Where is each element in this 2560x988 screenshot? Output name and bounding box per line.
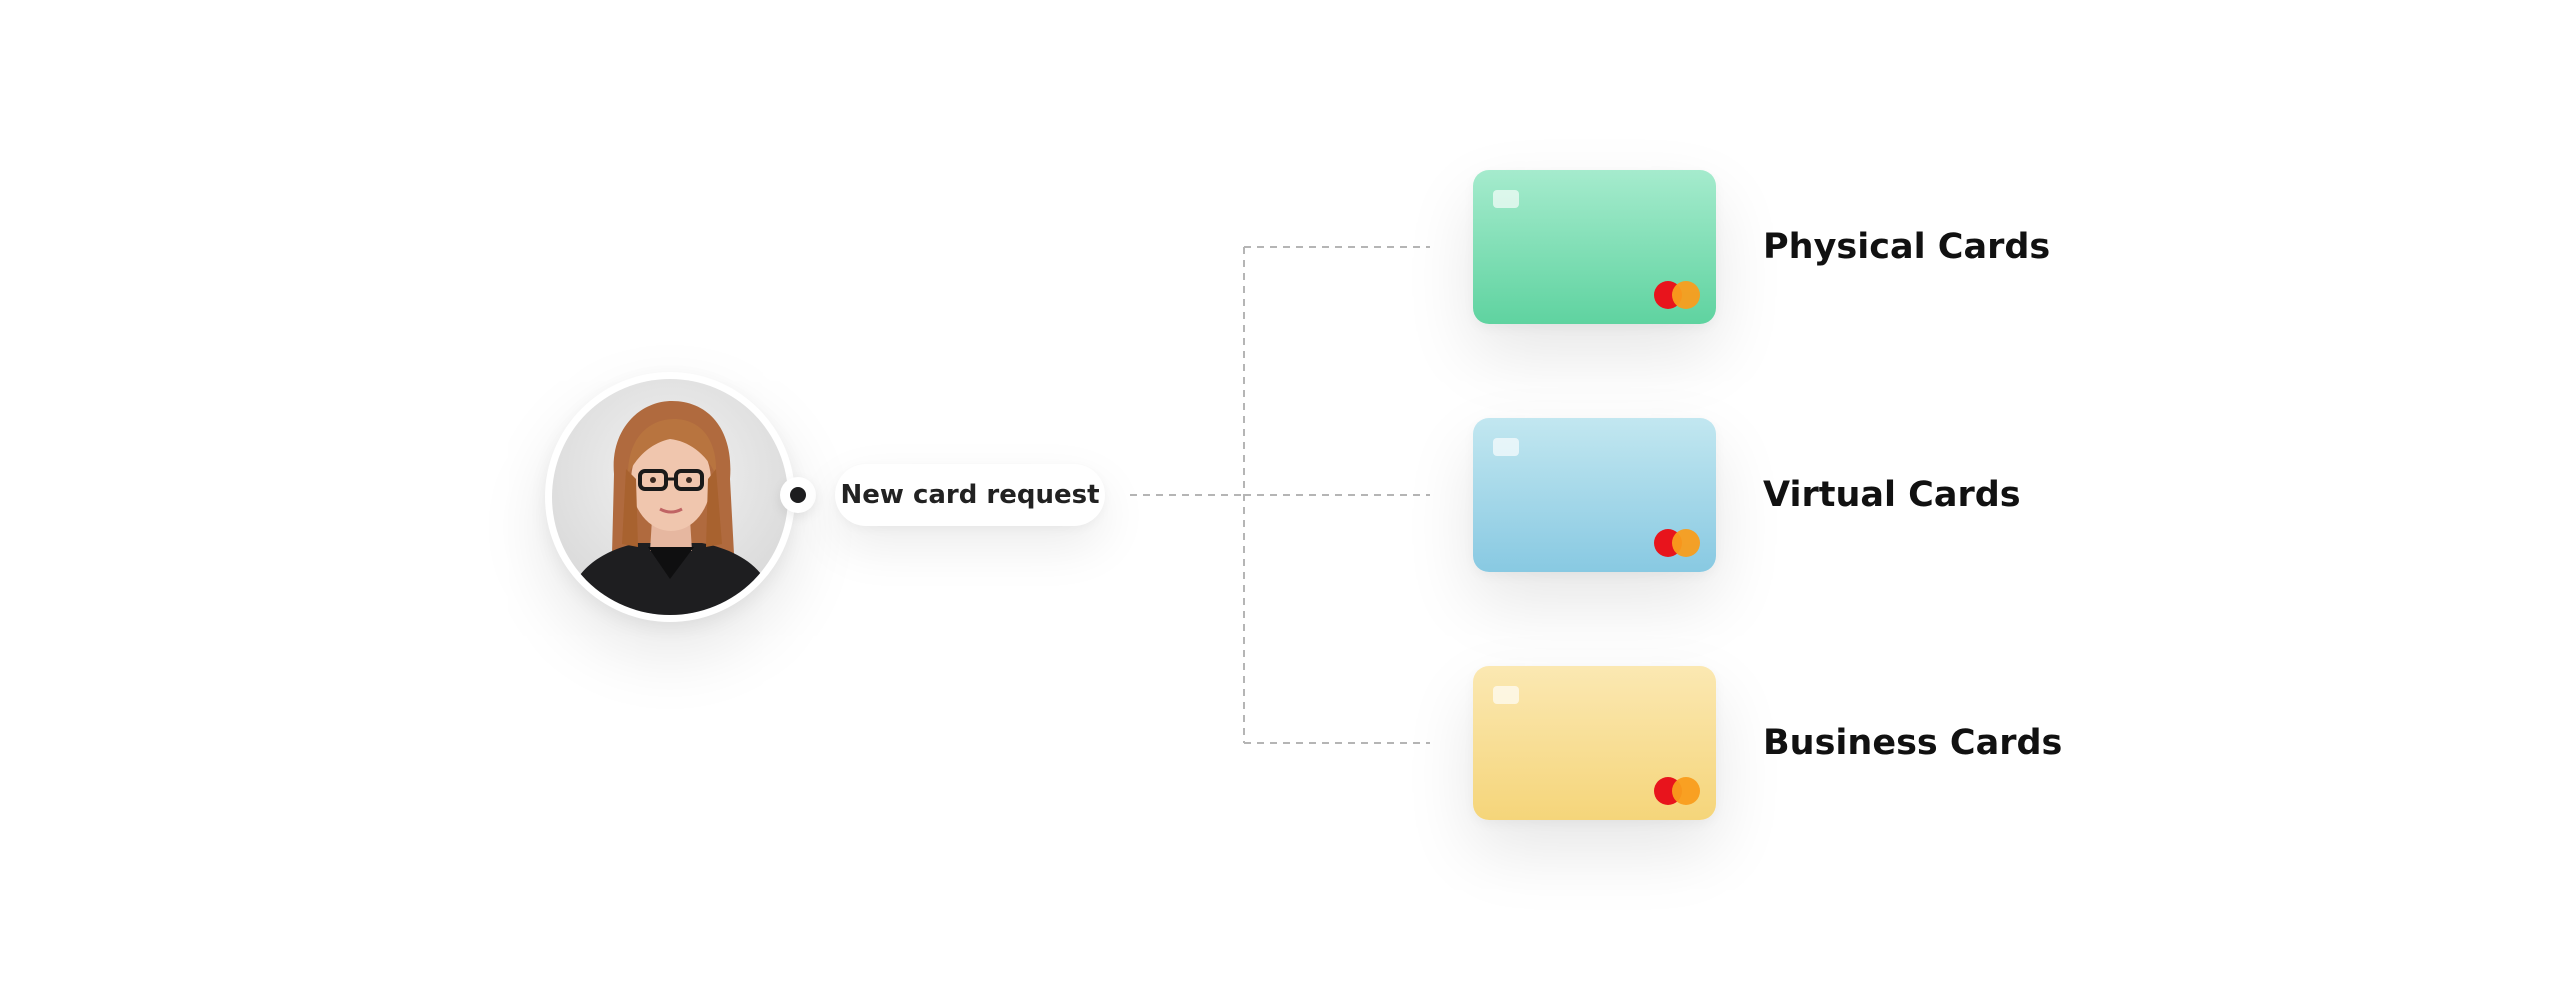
card-label-physical: Physical Cards — [1763, 227, 2051, 267]
mastercard-logo-icon — [1654, 777, 1700, 805]
connector-dot — [780, 477, 816, 513]
physical-card-image — [1473, 170, 1716, 324]
business-card-image — [1473, 666, 1716, 820]
card-chip-icon — [1493, 190, 1519, 208]
card-option-business[interactable]: Business Cards — [1473, 666, 2373, 820]
mastercard-logo-icon — [1654, 281, 1700, 309]
card-chip-icon — [1493, 438, 1519, 456]
card-chip-icon — [1493, 686, 1519, 704]
user-avatar — [545, 372, 795, 622]
card-label-virtual: Virtual Cards — [1763, 475, 2021, 515]
card-option-physical[interactable]: Physical Cards — [1473, 170, 2373, 324]
card-label-business: Business Cards — [1763, 723, 2063, 763]
virtual-card-image — [1473, 418, 1716, 572]
mastercard-logo-icon — [1654, 529, 1700, 557]
new-card-request-pill[interactable]: New card request — [835, 464, 1105, 526]
person-portrait-icon — [552, 379, 788, 615]
card-option-virtual[interactable]: Virtual Cards — [1473, 418, 2373, 572]
